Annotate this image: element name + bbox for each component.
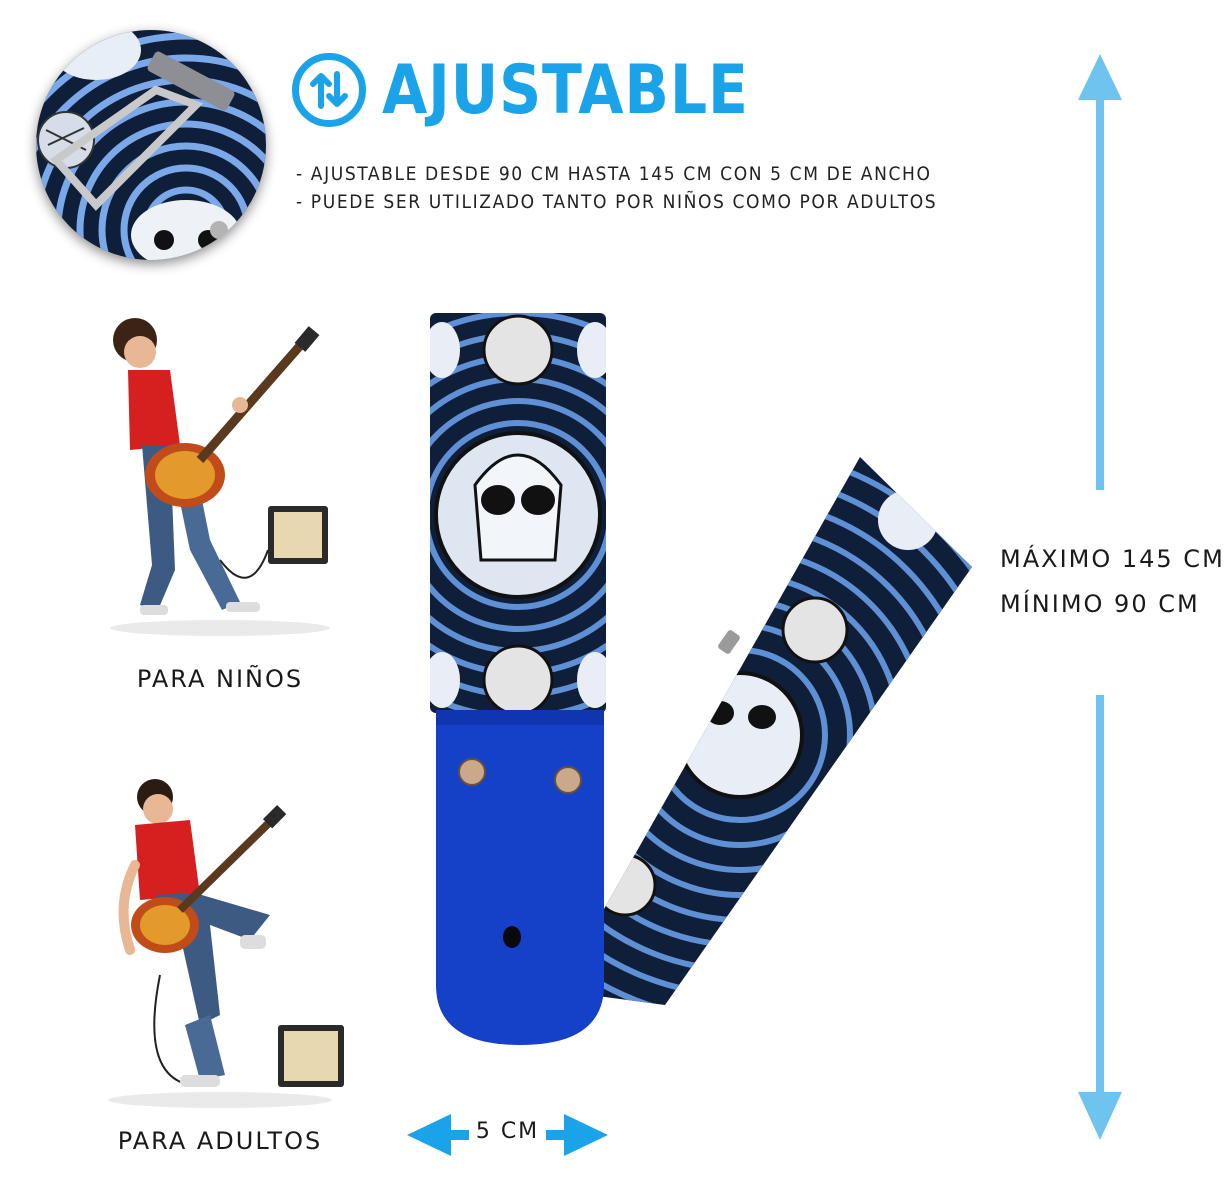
vertical-double-arrow-icon [1060, 50, 1140, 1150]
max-length-label: MÁXIMO 145 CM [1000, 545, 1225, 573]
kids-caption: PARA NIÑOS [136, 665, 304, 693]
guitar-strap-image [420, 305, 980, 1075]
width-label: 5 CM [475, 1119, 540, 1144]
title-block: AJUSTABLE [292, 50, 808, 130]
feature-list: - AJUSTABLE DESDE 90 CM HASTA 145 CM CON… [296, 160, 937, 216]
feature-item: - AJUSTABLE DESDE 90 CM HASTA 145 CM CON… [296, 163, 932, 185]
min-length-label: MÍNIMO 90 CM [1000, 590, 1200, 618]
horizontal-double-arrow-icon [405, 1110, 610, 1160]
up-down-arrows-icon [292, 53, 366, 127]
buckle-detail-image [36, 30, 266, 260]
page-title: AJUSTABLE [382, 50, 749, 130]
kid-guitarist-photo [100, 310, 340, 640]
feature-item: - PUEDE SER UTILIZADO TANTO POR NIÑOS CO… [296, 191, 938, 213]
adult-guitarist-photo [100, 775, 344, 1115]
adults-caption: PARA ADULTOS [117, 1127, 323, 1155]
